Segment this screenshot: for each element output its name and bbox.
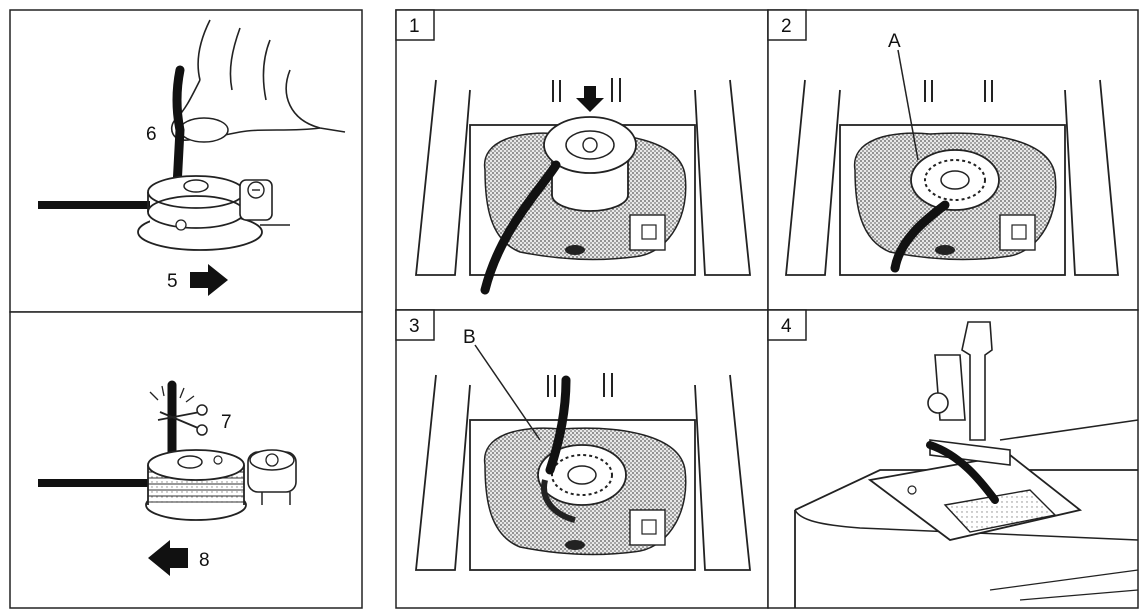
left-bottom-panel: 7 8 (10, 312, 362, 608)
callout-6: 6 (146, 124, 157, 145)
callout-5: 5 (167, 271, 178, 292)
fingernail (180, 118, 228, 142)
step-number: 1 (409, 16, 420, 37)
step-number: 4 (781, 316, 792, 337)
presser-screw (928, 393, 948, 413)
step-3-panel: 3 B (396, 310, 768, 608)
step-2-panel: 2 A (768, 10, 1138, 310)
callout-7: 7 (221, 412, 232, 433)
callout-a: A (888, 31, 901, 52)
callout-b: B (463, 327, 476, 348)
callout-8: 8 (199, 550, 210, 571)
step-4-panel: 4 (768, 310, 1138, 608)
step-1-panel: 1 (396, 10, 768, 310)
winder-spindle (184, 180, 208, 192)
left-top-frame (10, 10, 362, 312)
step-number: 2 (781, 16, 792, 37)
step-number: 3 (409, 316, 420, 337)
left-top-panel: 6 5 (10, 10, 362, 312)
